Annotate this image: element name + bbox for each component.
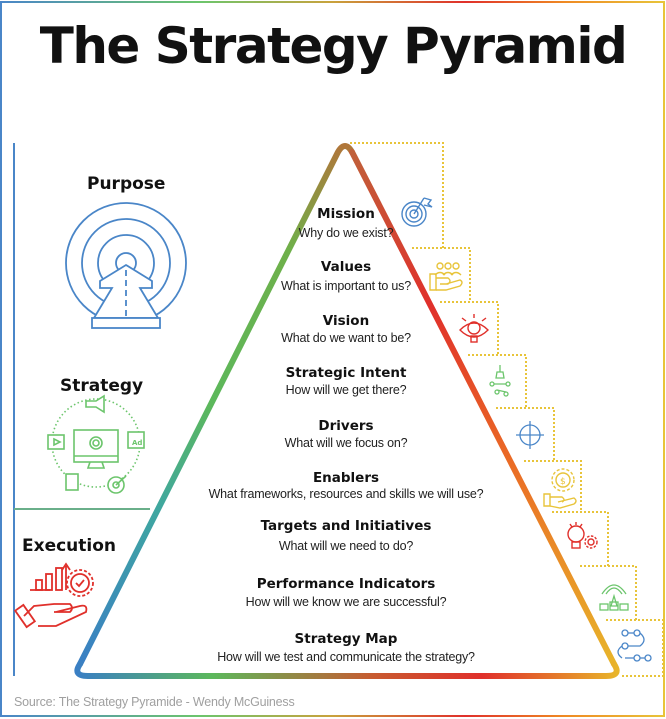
bulb-gear-icon (567, 522, 598, 549)
level-targets-initiatives-question: What will we need to do? (278, 539, 414, 553)
source-caption: Source: The Strategy Pyramide - Wendy Mc… (14, 695, 295, 709)
level-strategy-map-title: Strategy Map (294, 631, 398, 647)
section-label-execution: Execution (22, 536, 117, 556)
chess-path-icon (489, 365, 511, 397)
level-strategic-intent-title: Strategic Intent (285, 365, 407, 381)
level-strategy-map-question: How will we test and communicate the str… (217, 650, 475, 664)
gauge-people-icon (599, 584, 629, 611)
growth-hand-icon (13, 562, 94, 629)
page-title: The Strategy Pyramid (39, 17, 628, 75)
crosshair-icon (516, 421, 544, 449)
level-enablers-question: What frameworks, resources and skills we… (208, 487, 484, 501)
level-values-question: What is important to us? (281, 279, 411, 293)
pyramid-outline (74, 143, 620, 679)
level-drivers-title: Drivers (318, 418, 374, 434)
level-mission-question: Why do we exist? (298, 226, 394, 240)
gear-dollar-hand-icon: $ (543, 468, 577, 509)
level-enablers-title: Enablers (312, 470, 380, 486)
level-strategic-intent-question: How will we get there? (285, 383, 407, 397)
people-hand-icon (429, 262, 463, 291)
level-values-title: Values (320, 259, 372, 275)
ad-label-glyph: Ad (132, 439, 142, 447)
svg-text:$: $ (560, 477, 566, 487)
level-targets-initiatives-title: Targets and Initiatives (260, 518, 432, 534)
section-boxes (13, 142, 340, 676)
level-performance-indicators-question: How will we know we are successful? (245, 595, 447, 609)
row-dividers (98, 142, 664, 677)
section-label-purpose: Purpose (87, 174, 166, 194)
digital-strategy-icon (47, 394, 145, 494)
level-mission-title: Mission (317, 206, 375, 222)
level-vision-question: What do we want to be? (281, 331, 411, 345)
target-flag-icon (401, 197, 433, 227)
level-performance-indicators-title: Performance Indicators (256, 576, 436, 592)
level-vision-title: Vision (322, 313, 370, 329)
workflow-path-icon (617, 629, 652, 662)
road-target-icon (65, 202, 187, 329)
level-drivers-question: What will we focus on? (284, 436, 408, 450)
eye-bulb-icon (459, 314, 489, 343)
section-label-strategy: Strategy (60, 376, 144, 396)
